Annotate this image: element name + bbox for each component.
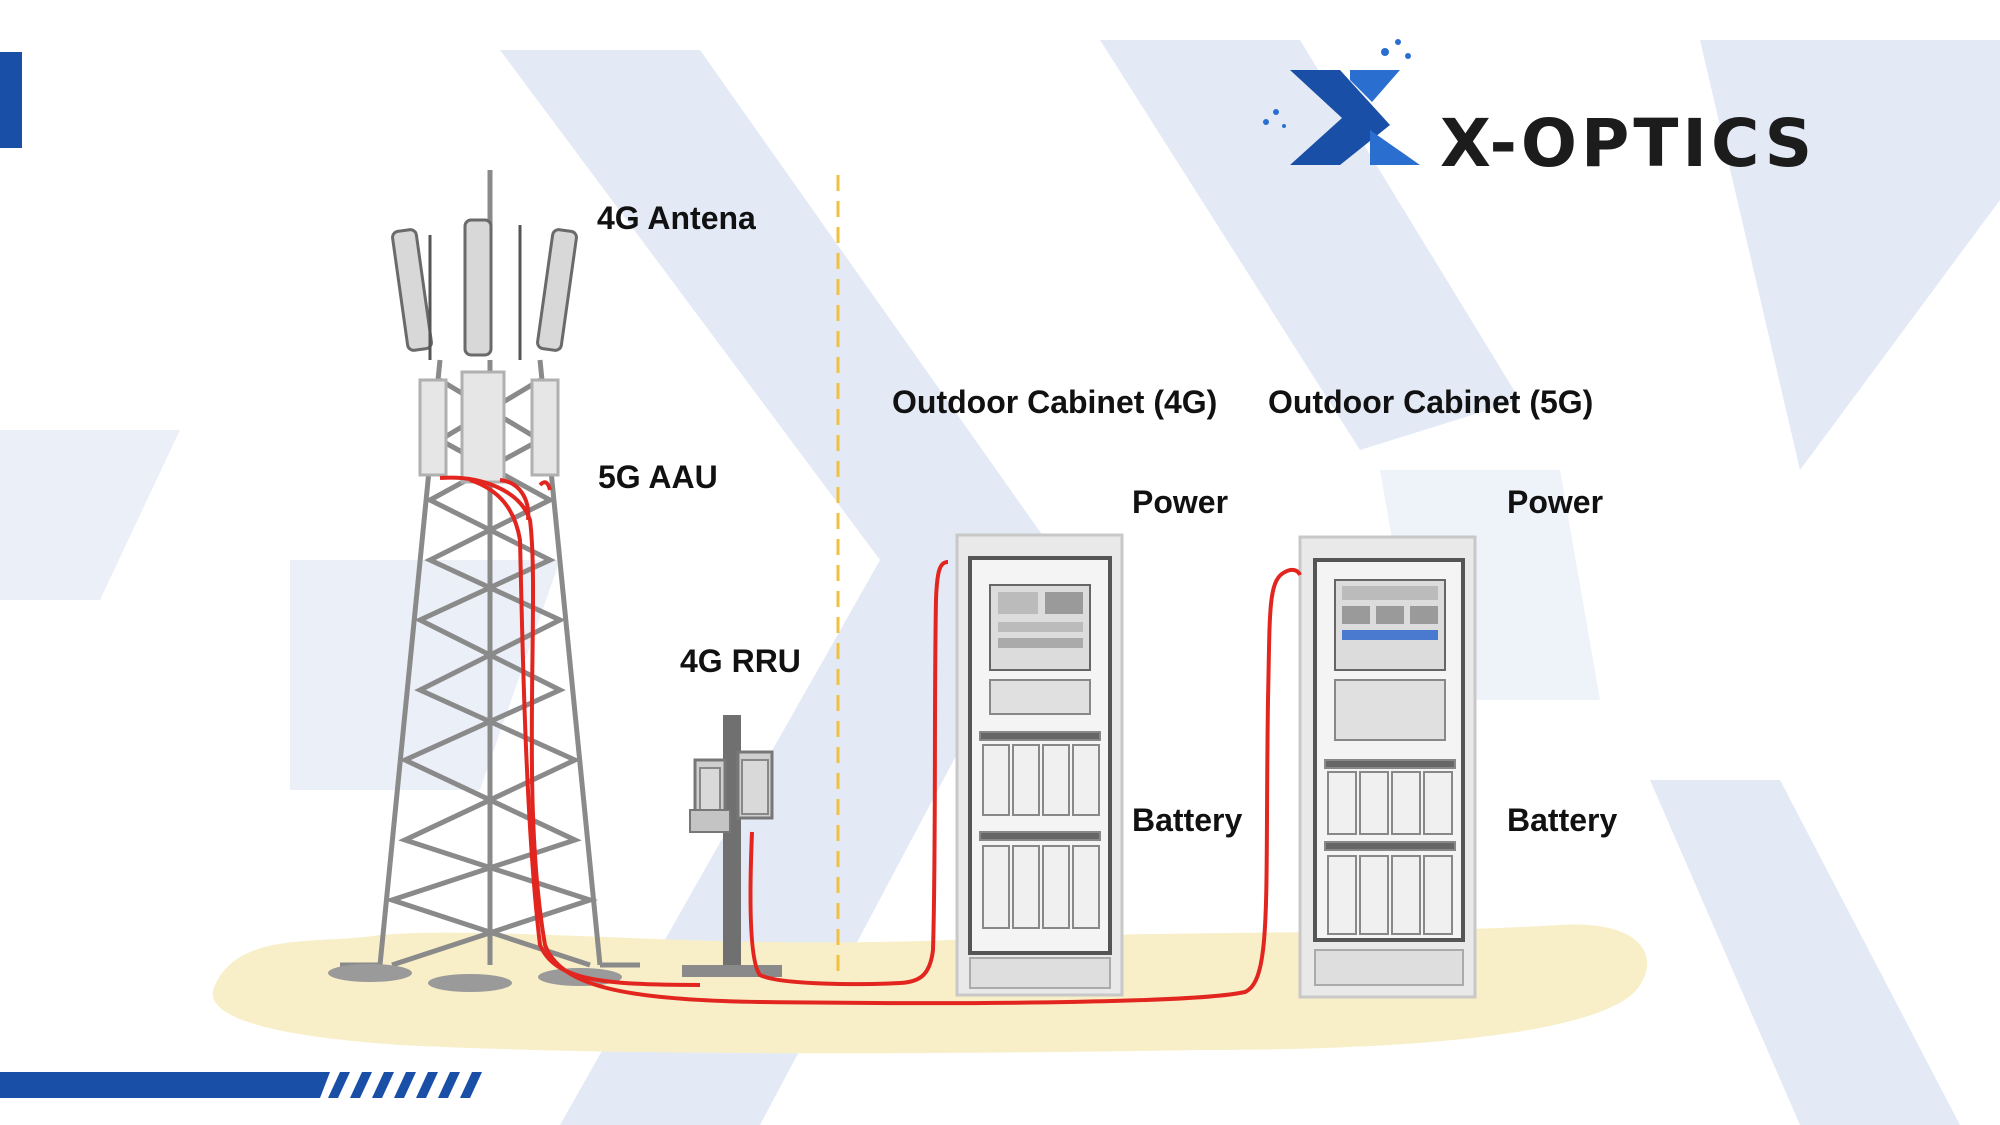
- cable-aau-to-cabinet-5g: [439, 475, 1302, 1006]
- cable-aau-right: [538, 480, 552, 491]
- outdoor-cabinet-5g: [1298, 535, 1477, 999]
- battery-unit-4g: [979, 731, 1101, 929]
- label-power-4g: Power: [1132, 484, 1228, 520]
- x-optics-logo-icon: [1263, 39, 1420, 165]
- outdoor-cabinet-4g: [955, 533, 1124, 997]
- power-unit-4g: [989, 584, 1091, 715]
- label-outdoor-cabinet-4g: Outdoor Cabinet (4G): [892, 384, 1217, 420]
- label-outdoor-cabinet-5g: Outdoor Cabinet (5G): [1268, 384, 1593, 420]
- label-4g-rru: 4G RRU: [680, 643, 801, 679]
- label-5g-aau: 5G AAU: [598, 459, 718, 495]
- bottom-accent-stripe: [0, 1072, 482, 1098]
- rru-4g-icon: [682, 715, 782, 977]
- label-battery-5g: Battery: [1507, 802, 1617, 838]
- aau-5g-icon: [418, 370, 560, 484]
- fiber-cables: [439, 475, 1302, 1006]
- power-unit-5g: [1334, 579, 1446, 741]
- battery-unit-5g: [1324, 759, 1456, 935]
- label-4g-antena: 4G Antena: [597, 200, 756, 236]
- antenna-4g-icon: [391, 218, 578, 360]
- corner-accent-bar: [0, 52, 22, 148]
- cable-rru-to-cabinet-4g: [748, 560, 949, 987]
- cable-aau-split: [499, 478, 531, 521]
- cable-aau-to-cabinet-4g: [469, 478, 701, 987]
- label-power-5g: Power: [1507, 484, 1603, 520]
- label-battery-4g: Battery: [1132, 802, 1242, 838]
- brand-name: X-OPTICS: [1440, 105, 1817, 182]
